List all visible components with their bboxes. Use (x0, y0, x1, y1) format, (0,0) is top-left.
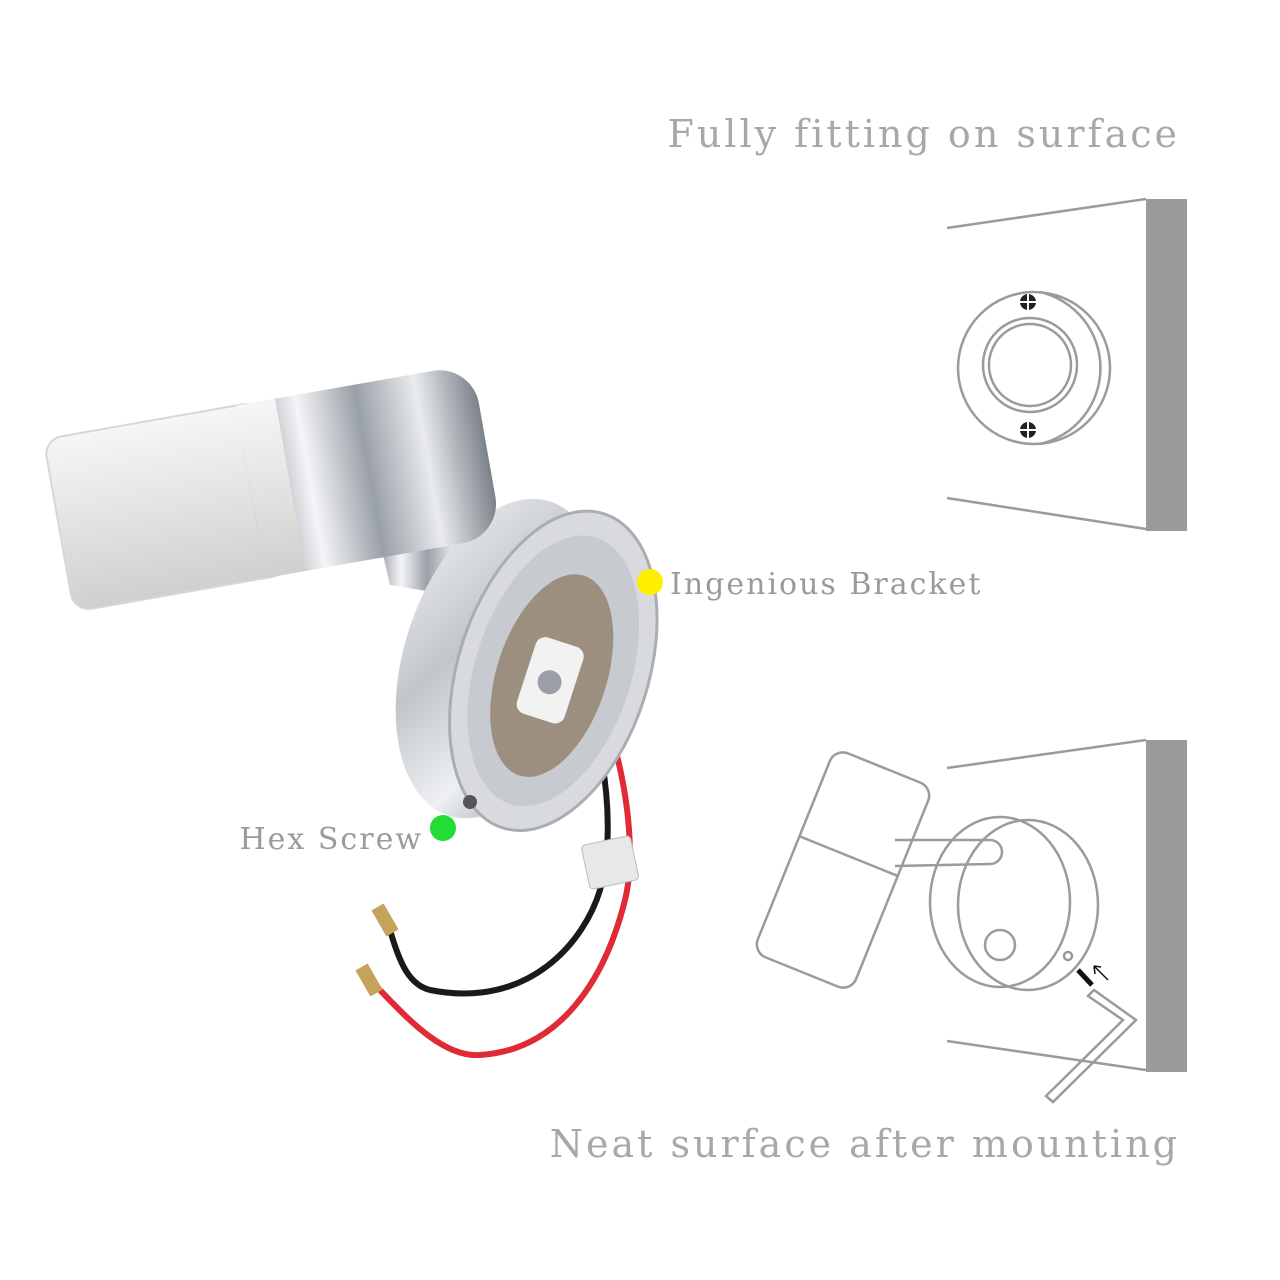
base-plate-rim (1039, 290, 1102, 446)
caption-bottom: Neat surface after mounting (550, 1122, 1180, 1166)
base-plate-outer (956, 290, 1112, 446)
lamp-head (45, 370, 497, 610)
wall-edge-bottom (946, 496, 1147, 531)
base-disk-front (928, 815, 1072, 989)
caption-top: Fully fitting on surface (667, 112, 1180, 156)
hex-key-tip (1076, 968, 1094, 987)
screw-marker (430, 815, 456, 841)
base-disk-back (956, 818, 1100, 992)
bracket-marker (637, 569, 663, 595)
hex-key (1044, 988, 1138, 1104)
screw-icon (1020, 422, 1036, 438)
lamp-base (395, 498, 659, 832)
wall-top (1146, 199, 1187, 531)
hex-screw (463, 795, 477, 809)
wall-edge-top (946, 197, 1147, 230)
wire-terminal (371, 903, 399, 937)
wire-red (372, 638, 633, 1059)
lamp-head-outline (755, 751, 931, 989)
wall-bottom (1146, 740, 1187, 1072)
wall-edge-bottom (946, 1039, 1147, 1072)
label-screw: Hex Screw (240, 822, 424, 857)
label-bracket: Ingenious Bracket (670, 567, 982, 602)
base-plate-inner (987, 322, 1073, 408)
wall-edge-top (946, 738, 1147, 770)
wire-terminal (355, 963, 383, 997)
surface-fit-diagram (946, 197, 1187, 531)
arm (894, 838, 1004, 868)
wire-tag (581, 835, 639, 890)
arrow-icon (1093, 965, 1109, 981)
switch-button (983, 928, 1017, 962)
lamp-product (45, 370, 659, 1059)
mounting-diagram (755, 738, 1187, 1104)
hex-screw-hole (1062, 950, 1074, 962)
base-plate-inner-outer (981, 316, 1079, 414)
screw-icon (1020, 294, 1036, 310)
